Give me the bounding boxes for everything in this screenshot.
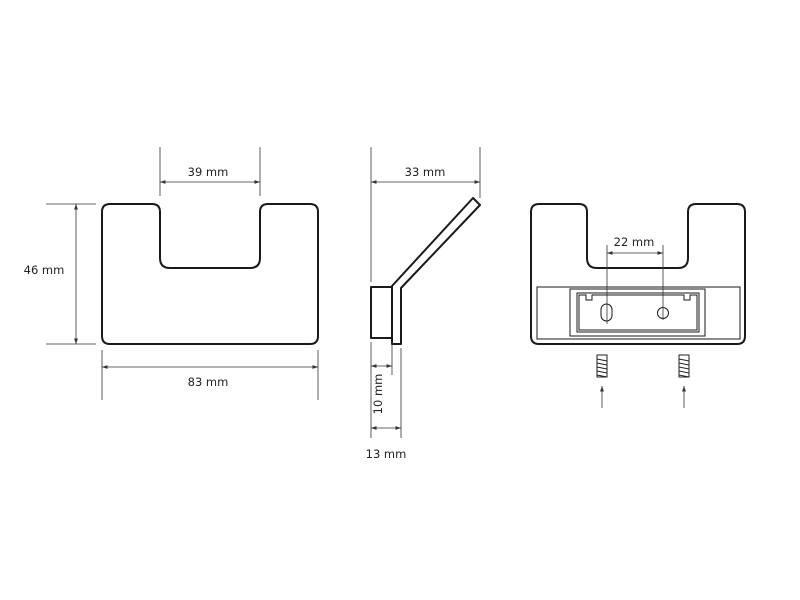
side-hook-profile	[391, 197, 481, 345]
label-side-base-depth: 13 mm	[366, 447, 407, 461]
back-view: 22 mm	[530, 203, 746, 408]
slot-hole-left	[600, 303, 613, 322]
label-side-depth: 33 mm	[405, 165, 446, 179]
label-side-base-height: 10 mm	[371, 374, 385, 415]
label-back-hole-spacing: 22 mm	[614, 235, 655, 249]
label-front-width: 83 mm	[188, 375, 229, 389]
screw-left-icon	[596, 354, 608, 378]
front-view: 39 mm 46 mm 83 mm	[24, 147, 319, 400]
back-mount-recess	[576, 292, 700, 333]
label-front-gap-width: 39 mm	[188, 165, 229, 179]
back-mount-bracket	[578, 294, 698, 331]
back-hook-outline	[530, 203, 746, 345]
side-base-plate	[370, 286, 393, 339]
front-hook-outline	[101, 203, 319, 345]
back-mount-frame	[536, 286, 741, 340]
side-view: 33 mm 10 mm 13 mm	[366, 147, 481, 461]
screw-right-icon	[678, 354, 690, 378]
back-mount-plate	[569, 288, 706, 337]
label-front-height: 46 mm	[24, 263, 65, 277]
